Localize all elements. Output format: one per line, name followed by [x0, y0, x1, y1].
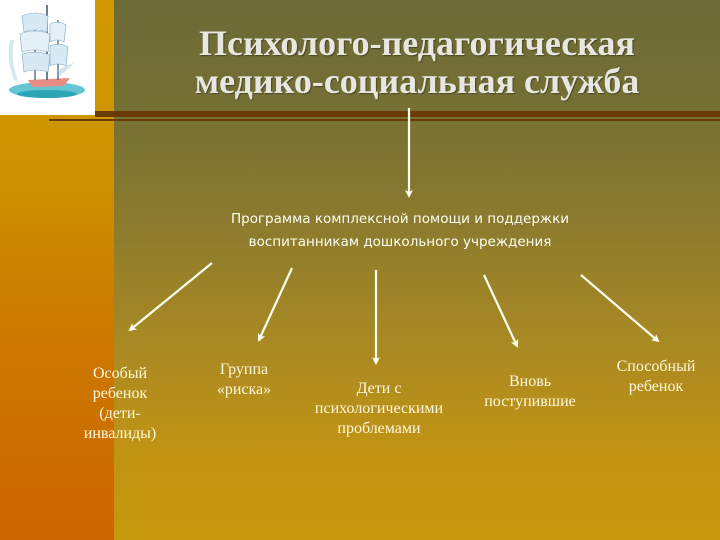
arrow-to-gifted-child	[580, 274, 660, 343]
category-psych-problems: Дети с психологическими проблемами	[314, 380, 444, 437]
title-divider-thin	[49, 119, 720, 121]
program-line-1: Программа комплексной помощи и поддержки	[230, 211, 570, 227]
category-newcomers: Вновь поступившие	[484, 373, 576, 410]
sailing-ship-icon	[8, 5, 85, 98]
category-special-child: Особый ребенок (дети- инвалиды)	[83, 365, 157, 442]
program-node: Программа комплексной помощи и поддержки…	[190, 208, 610, 254]
logo-box	[0, 0, 95, 115]
arrow-to-special-child	[128, 262, 213, 332]
title-line-1: Психолого-педагогическая	[199, 23, 635, 63]
category-gifted-child: Способный ребенок	[616, 358, 696, 395]
arrow-to-newcomers	[483, 274, 519, 348]
category-risk-group: Группа «риска»	[216, 361, 272, 398]
arrow-to-risk-group	[257, 267, 293, 342]
slide-background	[114, 0, 720, 540]
slide-title: Психолого-педагогическая медико-социальн…	[114, 24, 720, 100]
program-line-2: воспитанникам дошкольного учреждения	[248, 234, 552, 250]
title-line-2: медико-социальная служба	[194, 61, 640, 101]
title-divider-thick	[95, 111, 720, 117]
